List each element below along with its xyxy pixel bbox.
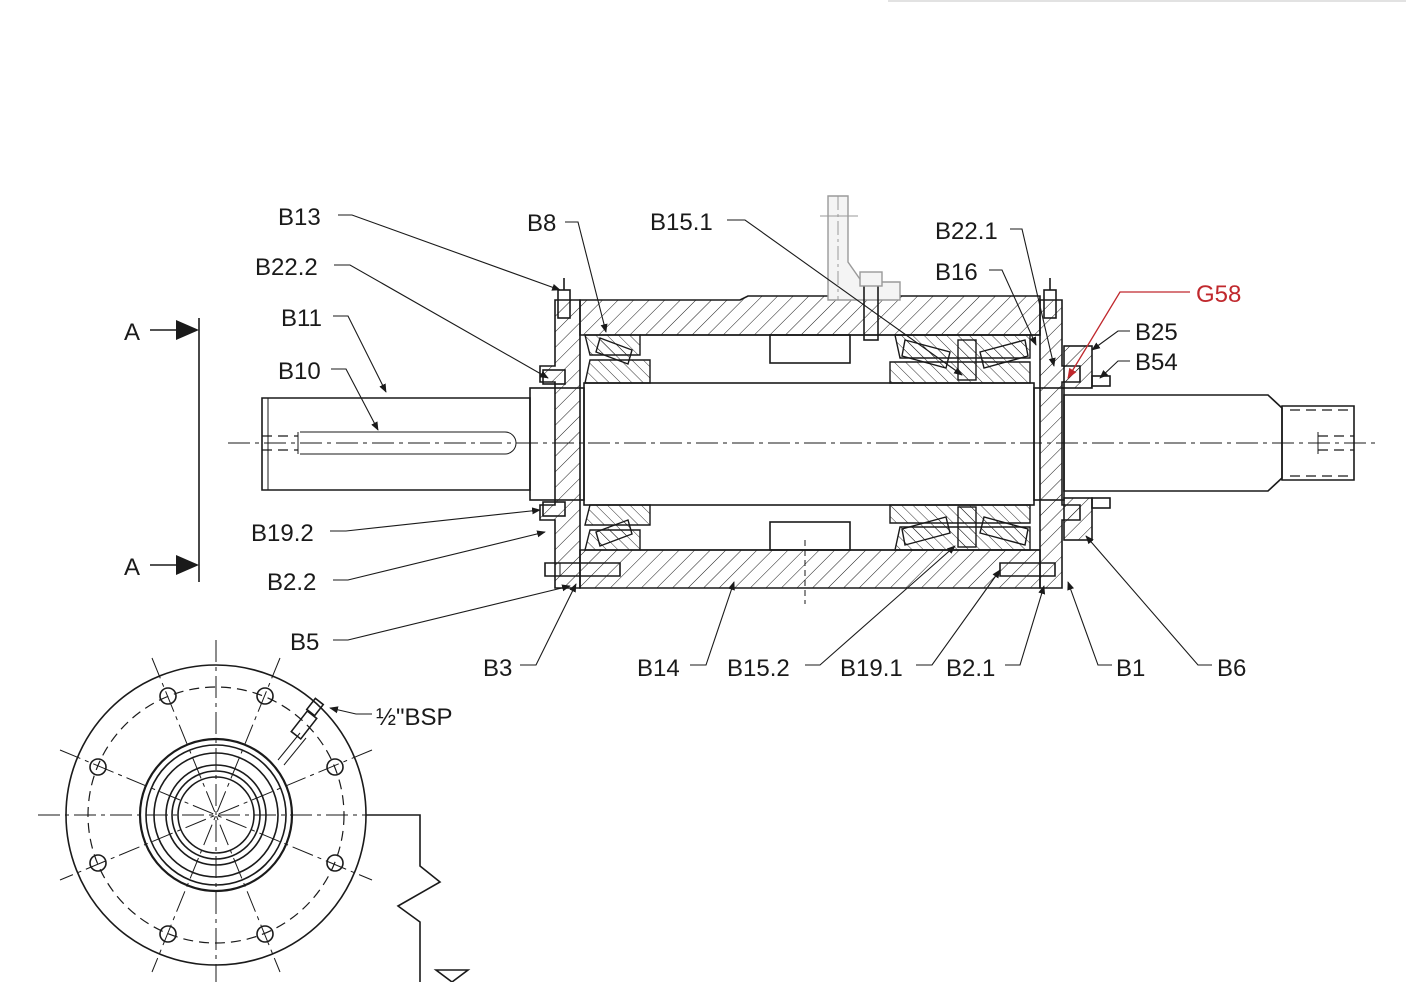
leader-b54	[1099, 360, 1130, 379]
spacer-top	[769, 334, 851, 364]
label-b11: B11	[281, 305, 322, 332]
label-b2-1: B2.1	[946, 655, 995, 682]
housing-ring	[145, 744, 287, 886]
leader-b22-1	[1010, 228, 1056, 367]
bolt-hole	[89, 758, 107, 776]
label-b10: B10	[278, 358, 321, 385]
leader-b6	[1085, 535, 1212, 666]
section-cut-mark: A A	[124, 318, 200, 582]
bolt-holes	[89, 687, 344, 943]
leader-b2-2	[333, 530, 546, 581]
end-cover-left	[539, 299, 581, 589]
label-b2-2: B2.2	[267, 569, 316, 596]
cap-screw-left	[544, 562, 621, 577]
label-b25: B25	[1135, 319, 1178, 346]
roller-right-bottom-2	[979, 516, 1029, 546]
label-b22-2: B22.2	[255, 254, 318, 281]
roller-left-bottom	[595, 519, 633, 547]
leader-b1	[1067, 581, 1112, 666]
washer-bottom	[1091, 497, 1111, 509]
leader-b2-1	[1005, 585, 1046, 666]
support-break-line	[366, 814, 442, 982]
lock-collar-top	[1063, 345, 1093, 389]
leader-b15-2	[805, 545, 956, 666]
label-b1: B1	[1116, 655, 1145, 682]
bolt-hole	[326, 758, 344, 776]
leader-b10	[331, 368, 379, 431]
bolt-hole	[256, 687, 274, 705]
grease-nipple-end-view	[277, 697, 325, 766]
shaft-keyway	[300, 431, 517, 455]
housing-ring-outer	[138, 737, 294, 893]
roller-right-top-2	[979, 339, 1029, 369]
spacer-bottom	[769, 521, 851, 551]
bearing-cone-left-top	[584, 359, 651, 384]
bolt-hole	[159, 687, 177, 705]
label-b13: B13	[278, 204, 321, 231]
label-b8: B8	[527, 210, 556, 237]
callout-labels: B13 B22.2 B11 B10 B19.2 B2.2 B5 B8 B15.1…	[251, 204, 1246, 682]
bolt-hole	[159, 925, 177, 943]
shaft-face	[177, 776, 255, 854]
shaft-body	[583, 382, 1035, 506]
housing-wall-top	[579, 295, 1041, 336]
bearing-left	[539, 278, 651, 589]
lock-collar-bottom	[1063, 497, 1093, 541]
bolt-hole	[326, 854, 344, 872]
bracket-nut	[859, 271, 883, 287]
leader-b13	[338, 214, 561, 291]
mounting-bracket	[820, 195, 901, 341]
label-b15-1: B15.1	[650, 209, 713, 236]
end-view: ½"BSP	[38, 640, 471, 982]
roller-right-top-1	[901, 339, 951, 369]
label-b6: B6	[1217, 655, 1246, 682]
leader-g58	[1067, 291, 1190, 379]
leader-b14	[690, 581, 735, 666]
leader-b3	[520, 583, 577, 666]
leader-b22-2	[334, 264, 549, 379]
section-arrow-head-bottom	[176, 555, 199, 575]
label-g58: G58	[1196, 281, 1241, 308]
bearing-cone-left-bottom	[584, 504, 651, 526]
bolt-hole	[89, 854, 107, 872]
label-b16: B16	[935, 259, 978, 286]
leader-b19-2	[330, 507, 541, 532]
roller-right-bottom-1	[901, 516, 951, 546]
label-bsp-thread: ½"BSP	[376, 704, 453, 731]
label-b5: B5	[290, 629, 319, 656]
section-letter-bottom: A	[124, 554, 140, 581]
leader-b11	[333, 315, 387, 393]
spacer-ring-right-bottom	[957, 506, 977, 548]
label-b19-2: B19.2	[251, 520, 314, 547]
label-b15-2: B15.2	[727, 655, 790, 682]
shaft-ring-outer	[165, 764, 267, 866]
roller-left-top	[595, 337, 633, 365]
bolt-hole	[256, 925, 274, 943]
housing-wall-bottom	[579, 549, 1041, 589]
leader-b8	[565, 221, 608, 333]
shaft	[228, 382, 1380, 506]
leader-b15-1	[727, 219, 963, 376]
label-b22-1: B22.1	[935, 218, 998, 245]
shaft-ring-inner	[171, 770, 261, 860]
bolt-circle	[87, 686, 345, 944]
seal-ring	[153, 752, 279, 878]
leader-b19-1	[916, 569, 1001, 666]
section-arrow-head-top	[176, 320, 199, 340]
label-b14: B14	[637, 655, 680, 682]
end-cover-right	[1039, 299, 1081, 589]
support-marker	[433, 969, 471, 982]
leader-b25	[1091, 330, 1130, 351]
leader-b5	[333, 584, 571, 641]
section-letter-top: A	[124, 319, 140, 346]
label-b3: B3	[483, 655, 512, 682]
leader-b16	[989, 269, 1037, 346]
shaft-drive-end	[261, 397, 531, 491]
label-b54: B54	[1135, 349, 1178, 376]
shaft-threaded-stub	[1281, 405, 1355, 481]
label-b19-1: B19.1	[840, 655, 903, 682]
seal-left-bottom	[542, 501, 566, 517]
leader-bsp	[329, 706, 372, 715]
